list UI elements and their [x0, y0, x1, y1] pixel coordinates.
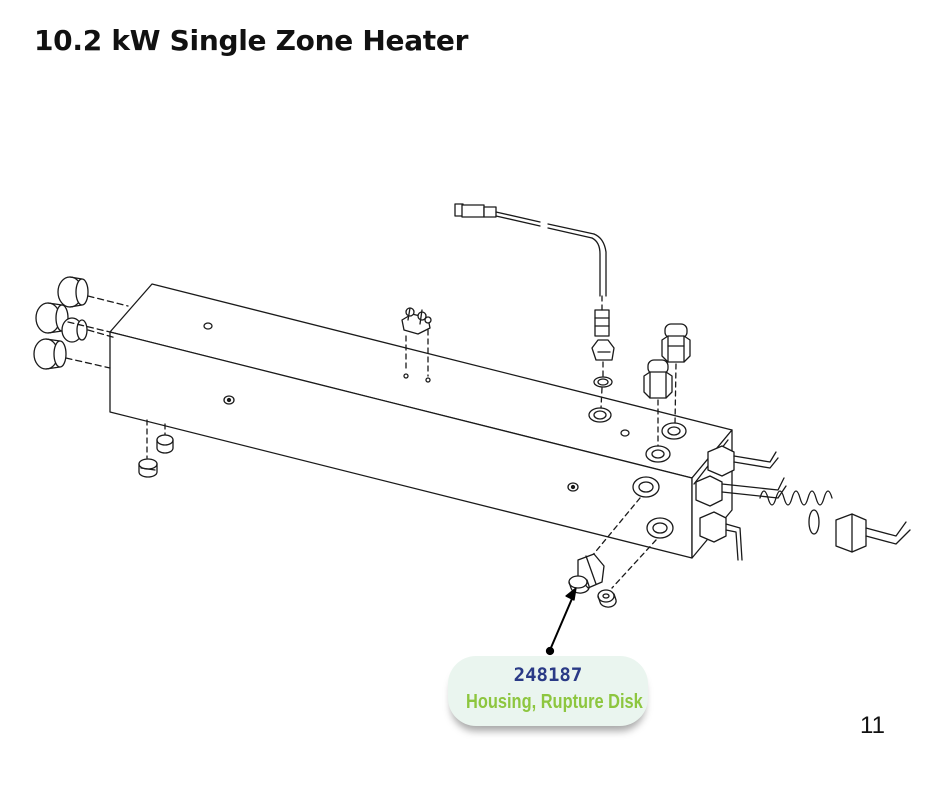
- heater-coil: [759, 490, 833, 535]
- bottom-plugs: [138, 419, 174, 478]
- page-number: 11: [860, 712, 885, 739]
- rupture-disk-housing: [568, 497, 657, 608]
- block-port-holes: [203, 322, 630, 492]
- right-side-terminals: [695, 445, 911, 561]
- top-fittings: [643, 323, 691, 447]
- callout-arrow: [545, 587, 577, 656]
- callout-part-number: 248187: [513, 664, 583, 686]
- page-title: 10.2 kW Single Zone Heater: [34, 24, 469, 57]
- top-bracket: [401, 307, 432, 383]
- temperature-probe: [454, 203, 615, 409]
- left-end-caps: [33, 276, 129, 370]
- part-callout: 248187 Housing, Rupture Disk: [448, 656, 648, 726]
- callout-part-description: Housing, Rupture Disk: [466, 691, 643, 713]
- side-ports: [632, 476, 674, 539]
